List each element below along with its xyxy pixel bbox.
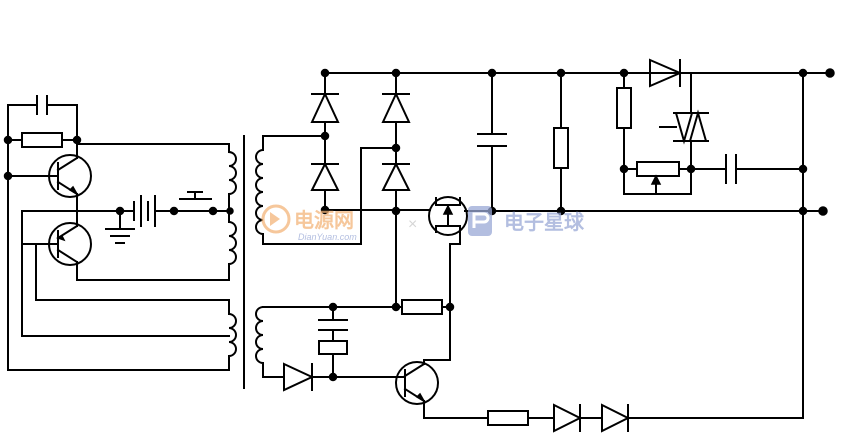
triac: [659, 72, 709, 170]
bridge-diode-2: [310, 135, 340, 211]
transistor-upper: [7, 139, 92, 198]
watermark: 电源网 DianYuan.com × 电子星球: [261, 204, 585, 242]
drive-diode: [283, 362, 334, 392]
bottom-rail: [324, 209, 824, 212]
feedback-resistor: [7, 132, 78, 148]
gate-resistor: [616, 72, 692, 195]
bridge-diode-4: [381, 147, 411, 212]
relay-coil: [318, 340, 348, 378]
right-rail: [789, 72, 804, 419]
potentiometer: [623, 161, 692, 195]
drive-resistor: [395, 299, 451, 315]
transformer-primary: [7, 143, 237, 371]
small-capacitor: [318, 306, 348, 342]
series-resistor: [487, 410, 555, 426]
battery: [119, 195, 175, 227]
bleeder-resistor: [553, 72, 569, 212]
drive-transistor: [332, 306, 489, 419]
bridge-diode-3: [381, 72, 411, 149]
scr-diode-top: [649, 58, 683, 88]
series-diode-1: [553, 403, 603, 433]
watermark-brand-cn: 电源网: [294, 209, 354, 232]
bridge-diode-1: [310, 72, 340, 137]
partner-logo-icon: [468, 206, 492, 236]
brand-logo-icon: [261, 204, 291, 234]
series-diode-2: [601, 403, 804, 433]
transformer-secondary: [255, 135, 397, 245]
watermark-brand-en: DianYuan.com: [298, 232, 357, 242]
push-switch: [169, 191, 218, 216]
filter-capacitor: [477, 72, 507, 212]
ground-symbol: [105, 210, 135, 244]
watermark-partner-cn: 电子星球: [504, 211, 585, 234]
transistor-lower: [21, 193, 92, 266]
coupling-capacitor: [690, 154, 804, 184]
top-capacitor: [7, 95, 78, 141]
watermark-separator: ×: [408, 216, 417, 233]
mosfet: [395, 196, 468, 308]
